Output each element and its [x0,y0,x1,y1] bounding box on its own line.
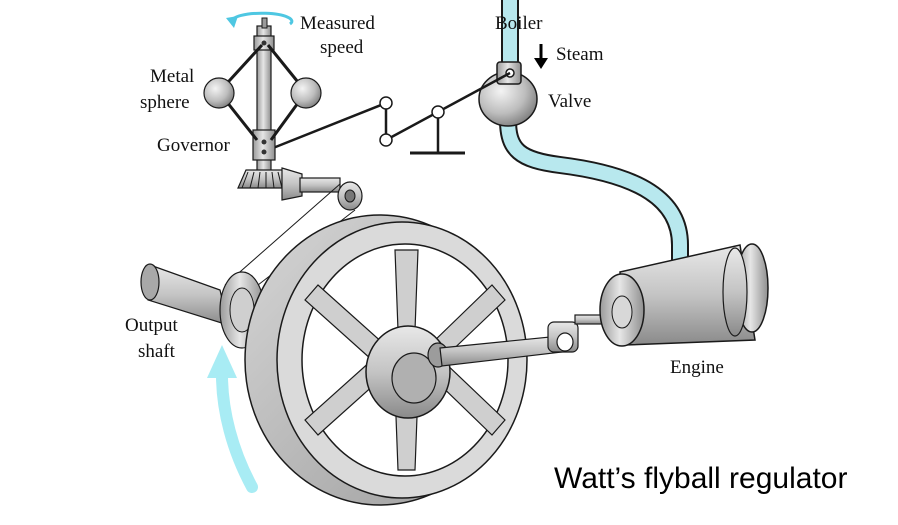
diagram-title: Watt’s flyball regulator [554,462,848,495]
flywheel [244,214,528,506]
metal-sphere-left [203,77,235,109]
label-boiler: Boiler [495,13,543,34]
rotation-direction-arrow-icon [207,345,258,493]
label-engine: Engine [670,357,724,378]
label-steam: Steam [556,44,604,65]
rotation-arrow-icon [226,16,238,28]
label-valve: Valve [548,91,592,112]
metal-sphere-right [290,77,322,109]
steam-arrow-icon [534,44,548,69]
label-metal: Metal [150,66,195,87]
linkage-pivots [379,96,445,147]
valve [478,61,538,127]
label-speed: speed [320,37,364,58]
governor [203,11,363,211]
label-measured: Measured [300,13,375,34]
label-shaft: shaft [138,341,175,362]
label-governor: Governor [157,135,230,156]
label-sphere: sphere [140,92,190,113]
label-output: Output [125,315,178,336]
steam-pipe [499,0,689,280]
engine [599,243,769,347]
